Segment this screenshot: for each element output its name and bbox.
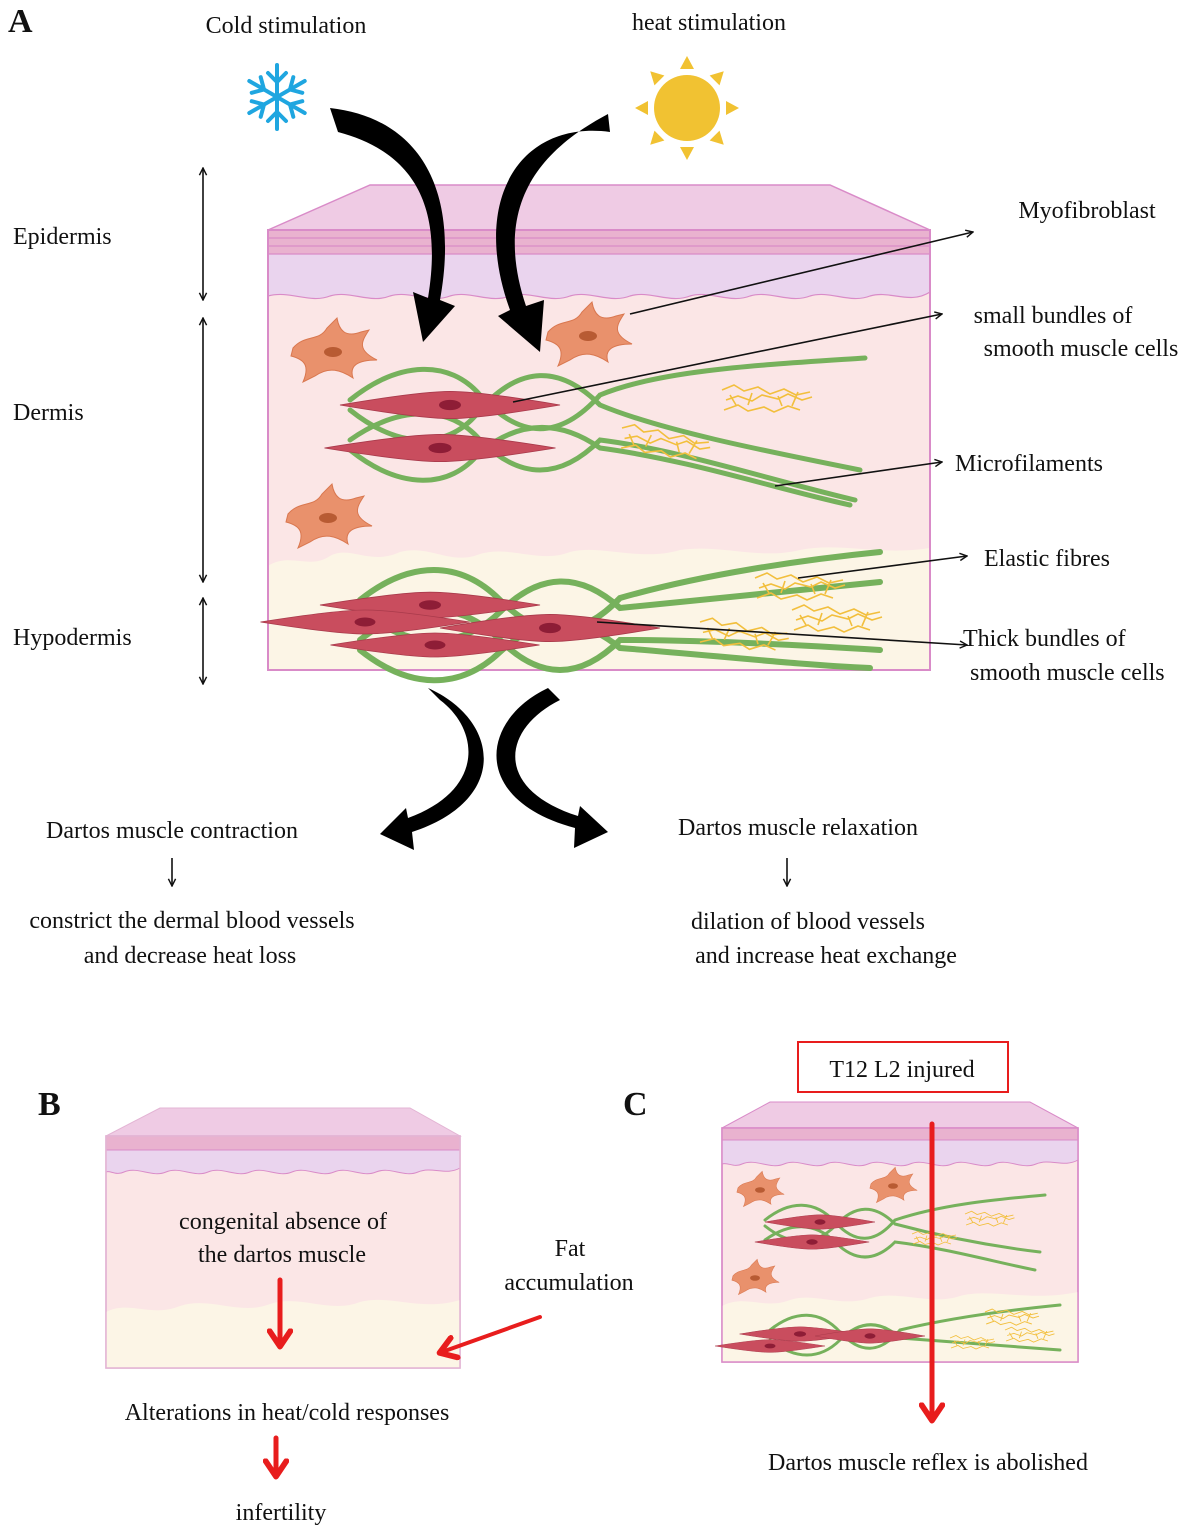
alterations-label: Alterations in heat/cold responses <box>125 1400 450 1426</box>
elastic-fibres-pointer <box>797 556 967 579</box>
relaxation-title: Dartos muscle relaxation <box>678 815 918 841</box>
small-bundles-pointer <box>512 314 942 403</box>
thick-bundles-pointer <box>596 621 967 645</box>
panel-c-letter: C <box>623 1086 648 1123</box>
contraction-title: Dartos muscle contraction <box>46 818 298 844</box>
cold-to-dermis-arrow <box>330 108 455 342</box>
elastic-fibres-label: Elastic fibres <box>984 546 1110 572</box>
infertility-label: infertility <box>236 1500 327 1526</box>
panel-b-letter: B <box>38 1086 61 1123</box>
injury-label: T12 L2 injured <box>829 1057 974 1083</box>
epidermis-label: Epidermis <box>13 224 112 250</box>
myofibroblast-label: Myofibroblast <box>1018 198 1156 224</box>
contraction-arrow <box>380 688 484 850</box>
fat-label-line2: accumulation <box>504 1270 633 1296</box>
absence-label-line1: congenital absence of <box>179 1209 387 1235</box>
fat-label-line1: Fat <box>555 1236 586 1262</box>
thick-bundles-label-line1: Thick bundles of <box>963 626 1126 652</box>
small-bundles-label-line2: smooth muscle cells <box>984 336 1179 362</box>
relaxation-effect-line1: dilation of blood vessels <box>691 909 925 935</box>
panel-a: A Cold stimulation heat stimulation <box>8 3 1178 969</box>
dermis-label: Dermis <box>13 400 84 426</box>
sun-icon <box>635 56 739 160</box>
contraction-effect-line1: constrict the dermal blood vessels <box>29 908 354 934</box>
panel-b: B congenital absence of the dartos muscl… <box>38 1086 634 1526</box>
hypodermis-label: Hypodermis <box>13 625 132 651</box>
skin-diagram-b <box>105 1107 462 1369</box>
injury-box <box>797 1041 1009 1093</box>
fat-red-arrow <box>442 1315 542 1352</box>
relaxation-arrow <box>496 688 608 848</box>
microfilaments-pointer <box>774 462 942 487</box>
cold-stimulation-label: Cold stimulation <box>206 13 367 39</box>
snowflake-icon <box>247 63 307 131</box>
myofibroblast-pointer <box>629 232 973 315</box>
skin-diagram-c <box>714 1101 1079 1363</box>
relaxation-effect-line2: and increase heat exchange <box>695 943 957 969</box>
reflex-abolished-label: Dartos muscle reflex is abolished <box>768 1450 1088 1476</box>
contraction-effect-line2: and decrease heat loss <box>84 943 297 969</box>
microfilaments-label: Microfilaments <box>955 451 1103 477</box>
heat-to-dermis-arrow <box>496 114 610 352</box>
panel-a-letter: A <box>8 3 33 40</box>
thick-bundles-label-line2: smooth muscle cells <box>970 660 1165 686</box>
absence-label-line2: the dartos muscle <box>198 1242 366 1268</box>
skin-diagram-a <box>260 184 931 684</box>
small-bundles-label-line1: small bundles of <box>974 303 1133 329</box>
panel-c: C T12 L2 injured <box>623 1041 1088 1476</box>
heat-stimulation-label: heat stimulation <box>632 10 786 36</box>
